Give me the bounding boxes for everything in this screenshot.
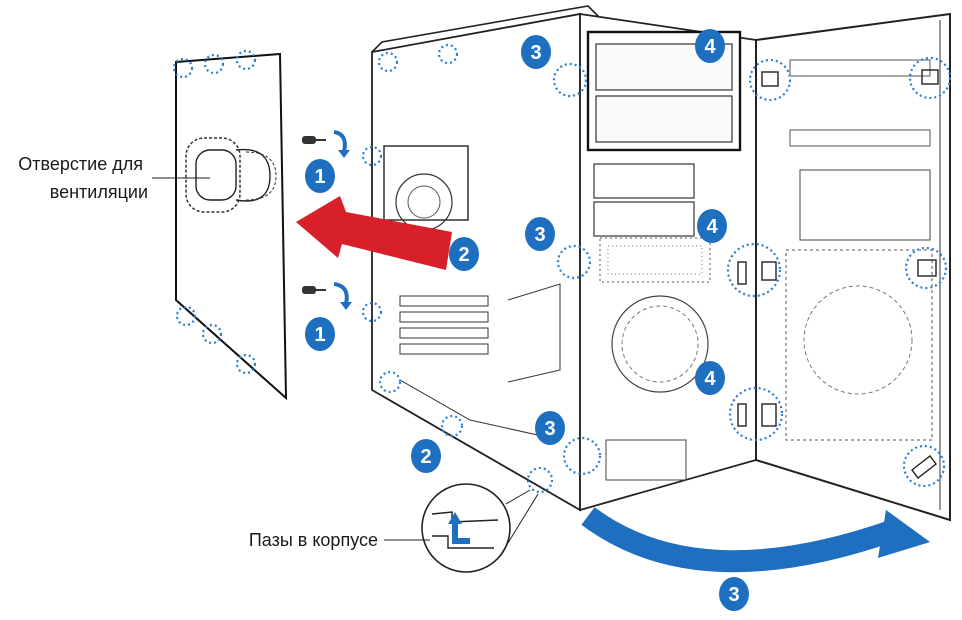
svg-text:1: 1 xyxy=(314,324,325,346)
svg-text:1: 1 xyxy=(314,166,325,188)
svg-text:2: 2 xyxy=(458,244,469,266)
screw-top xyxy=(302,130,350,158)
step-badge-3-lower: 3 xyxy=(535,411,565,445)
screw-icon xyxy=(302,136,326,144)
front-panel xyxy=(726,12,952,522)
chassis xyxy=(361,5,757,512)
expansion-slots xyxy=(399,295,489,355)
step-badge-2-bottom: 2 xyxy=(411,439,441,473)
svg-text:3: 3 xyxy=(534,224,545,246)
vent-hole-label-line2: вентиляции xyxy=(50,182,148,202)
chassis-vent-grid xyxy=(599,237,711,283)
svg-text:3: 3 xyxy=(544,418,555,440)
svg-text:4: 4 xyxy=(704,368,716,390)
vent-hole xyxy=(185,137,277,213)
red-slide-arrow xyxy=(296,196,452,270)
step-badge-2-arrow: 2 xyxy=(449,237,479,271)
step-badge-1-top: 1 xyxy=(305,159,335,193)
svg-text:3: 3 xyxy=(530,42,541,64)
rotate-arrow-icon xyxy=(333,130,350,158)
step-badge-3-middle: 3 xyxy=(525,217,555,251)
screw-icon xyxy=(302,286,326,294)
step-badge-3-top: 3 xyxy=(521,35,551,69)
step-badge-4-top: 4 xyxy=(695,29,725,63)
step-badge-3-arrow: 3 xyxy=(719,577,749,611)
vent-hole-label: Отверстие для вентиляции xyxy=(18,154,148,202)
case-slots-label: Пазы в корпусе xyxy=(249,530,378,550)
svg-text:2: 2 xyxy=(420,446,431,468)
rotate-arrow-icon xyxy=(333,282,352,310)
side-panel xyxy=(172,49,288,401)
step-badge-1-bottom: 1 xyxy=(305,317,335,351)
svg-text:3: 3 xyxy=(728,584,739,606)
vent-hole-label-line1: Отверстие для xyxy=(18,154,143,174)
step-badge-4-lower: 4 xyxy=(695,361,725,395)
step-badge-4-middle: 4 xyxy=(697,209,727,243)
screw-bottom xyxy=(302,282,352,310)
svg-text:4: 4 xyxy=(704,36,716,58)
svg-text:4: 4 xyxy=(706,216,718,238)
slot-detail xyxy=(421,483,539,573)
blue-open-arrow xyxy=(581,507,930,573)
